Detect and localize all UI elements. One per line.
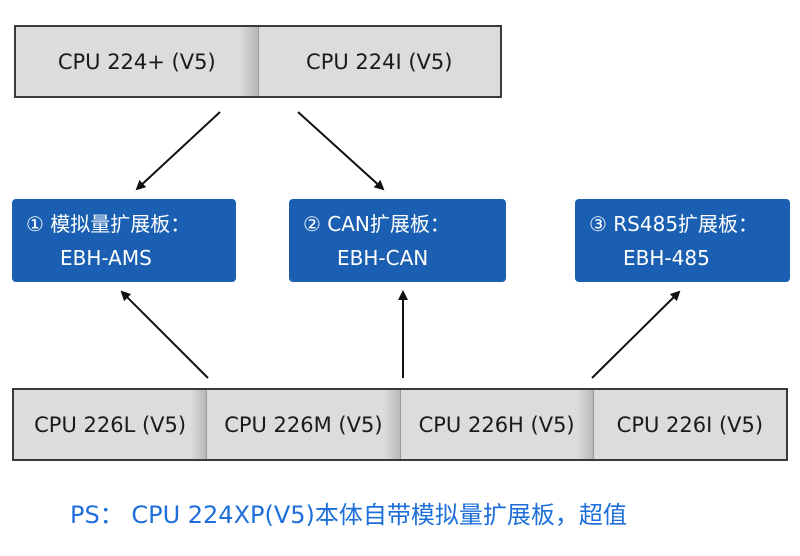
board-can-model: EBH-CAN [337, 246, 429, 270]
cpu-226l-box: CPU 226L (V5) [14, 390, 208, 459]
board-ams-model: EBH-AMS [60, 246, 152, 270]
top-cpu-group: CPU 224+ (V5) CPU 224I (V5) [14, 25, 502, 98]
cpu-224plus-box: CPU 224+ (V5) [16, 27, 259, 96]
board-485-title: ③ RS485扩展板： [589, 212, 759, 236]
board-485-model: EBH-485 [623, 246, 710, 270]
arrow-224plus-to-ams [135, 111, 221, 191]
board-can-title: ② CAN扩展板： [303, 212, 450, 236]
cpu-224i-box: CPU 224I (V5) [258, 27, 500, 96]
cpu-226m-box: CPU 226M (V5) [207, 390, 401, 459]
board-ams-title: ① 模拟量扩展板： [26, 212, 191, 236]
arrow-226i-to-485 [591, 290, 681, 379]
cpu-226h-box: CPU 226H (V5) [400, 390, 594, 459]
arrow-226l-to-ams [120, 290, 209, 379]
bottom-cpu-group: CPU 226L (V5) CPU 226M (V5) CPU 226H (V5… [12, 388, 788, 461]
cpu-226i-box: CPU 226I (V5) [593, 390, 786, 459]
arrow-224i-to-can [297, 111, 385, 191]
board-can: ② CAN扩展板： EBH-CAN [289, 199, 506, 282]
board-485: ③ RS485扩展板： EBH-485 [575, 199, 790, 282]
footnote: PS： CPU 224XP(V5)本体自带模拟量扩展板，超值 [70, 501, 627, 529]
board-ams: ① 模拟量扩展板： EBH-AMS [12, 199, 236, 282]
